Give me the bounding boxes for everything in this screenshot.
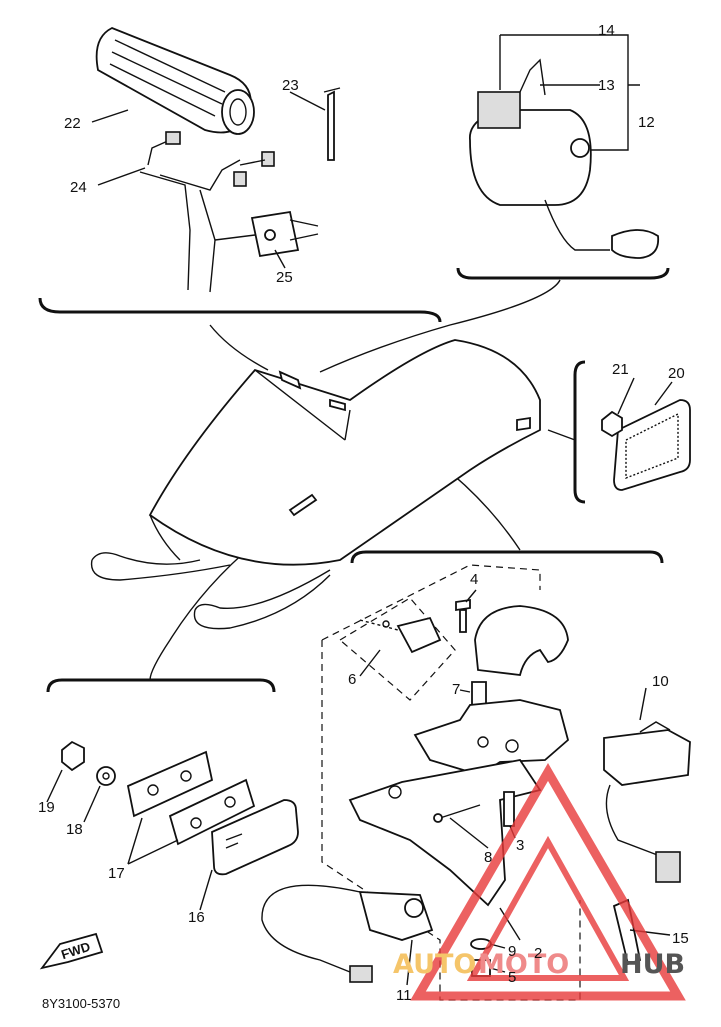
callout-18: 18 [66,821,83,838]
callout-25: 25 [276,269,293,286]
grip-heater-group [38,27,442,323]
callout-15: 15 [672,930,689,947]
plate-bracket-upper [126,750,214,818]
reflector [613,399,691,491]
relay-unit [603,721,691,883]
callout-8: 8 [484,849,492,866]
nut [601,410,623,438]
reflector-group [573,360,691,504]
number-plate [211,799,299,876]
plate-bracket-lower [168,778,256,846]
washer [96,766,116,786]
grip-heater-switch [250,210,319,258]
callout-24: 24 [70,179,87,196]
watermark-hub: HUB [620,949,685,980]
drawing-code: 8Y3100-5370 [42,996,120,1011]
grip-heater [95,27,255,135]
callout-14: 14 [598,22,615,39]
watermark-logo [410,763,686,1001]
callout-leaders [46,91,673,986]
callout-6: 6 [348,671,356,688]
grip-wire-harness [139,131,275,293]
callout-11: 11 [396,987,412,1004]
callout-12: 12 [638,114,655,131]
brake-light-switch [261,884,434,983]
callout-19: 19 [38,799,55,816]
callout-2: 2 [534,945,542,962]
fwd-arrow: FWD [39,932,104,970]
watermark-auto: AUTO [393,949,476,980]
cap-nut [61,740,85,772]
watermark-text: AUTO MOTO HUB [393,949,685,980]
callout-17: 17 [108,865,125,882]
plate-group [46,678,299,876]
screw-8 [433,804,481,823]
lever-holder [413,699,570,776]
snowmobile-body [90,339,541,630]
callout-3: 3 [516,837,524,854]
callout-4: 4 [470,571,478,588]
callout-numbers: 14 13 12 23 22 24 25 21 20 4 6 7 10 19 1… [38,22,689,1004]
callout-22: 22 [64,115,81,132]
throttle-case [469,58,660,259]
callout-20: 20 [668,365,685,382]
lever-holder-cap [474,605,569,676]
brake-lever-group [261,550,691,1001]
callout-16: 16 [188,909,205,926]
switch-bracket [359,616,442,654]
wire-band [323,87,341,161]
callout-7: 7 [452,681,460,698]
watermark-triangle-outer [410,763,686,1001]
callout-9: 9 [508,943,516,960]
bolt-4 [455,598,471,633]
watermark-moto: MOTO [478,949,569,980]
callout-10: 10 [652,673,669,690]
callout-13: 13 [598,77,615,94]
callout-5: 5 [508,969,516,986]
callout-23: 23 [282,77,299,94]
pin-3 [503,791,515,827]
throttle-case-group [456,34,670,280]
callout-21: 21 [612,361,629,378]
watermark-triangle-inner [466,835,630,981]
